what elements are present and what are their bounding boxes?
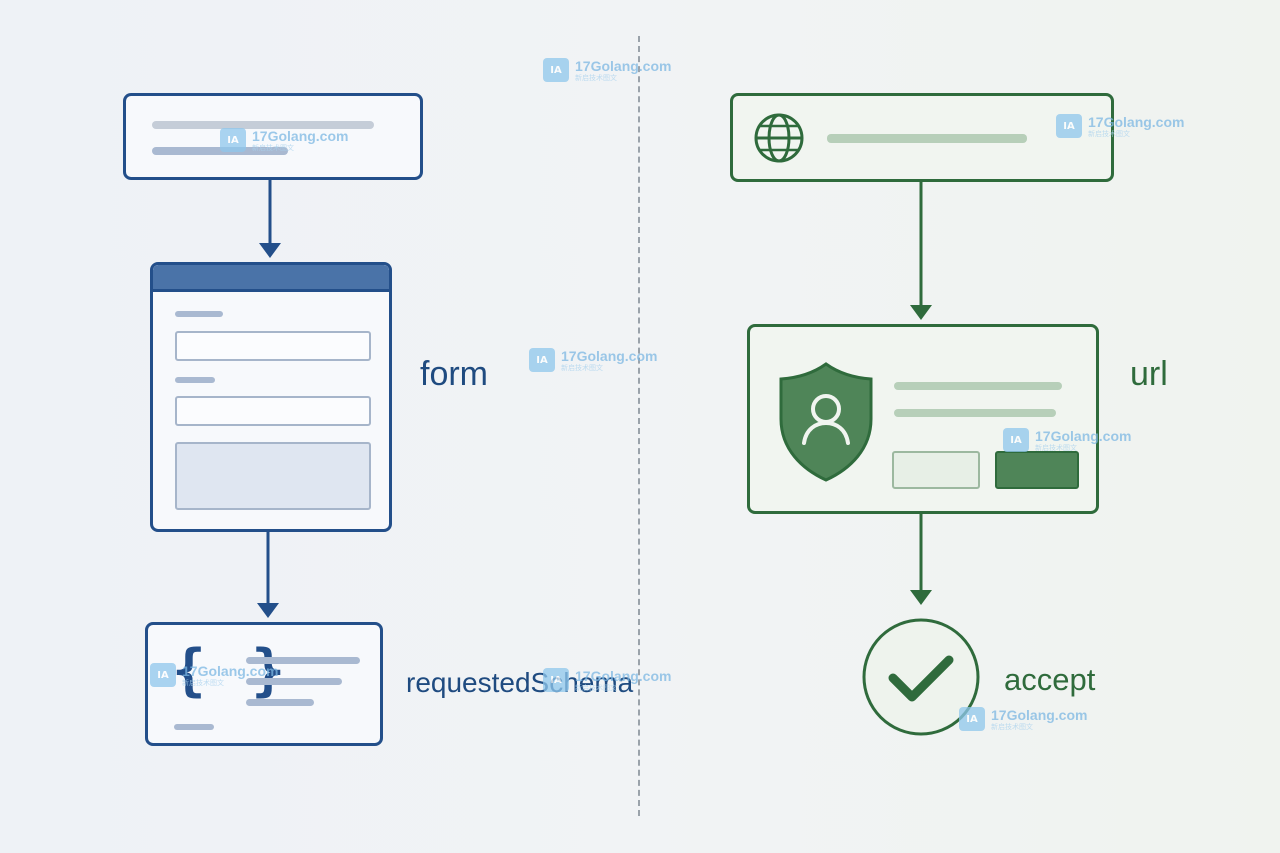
consent-text-line	[894, 382, 1062, 390]
section-divider	[638, 36, 640, 816]
accept-check-icon	[862, 618, 980, 736]
url-card	[730, 93, 1114, 182]
text-placeholder-line	[152, 121, 374, 129]
globe-icon	[754, 113, 804, 163]
schema-line	[174, 724, 214, 730]
url-label: url	[1130, 355, 1168, 393]
field-label-line	[175, 377, 215, 383]
field-label-line	[175, 311, 223, 317]
form-title-bar	[153, 265, 389, 292]
schema-line	[246, 678, 342, 685]
arrowhead-accept	[910, 590, 932, 605]
accept-label: accept	[1004, 662, 1096, 697]
shield-user-icon	[779, 362, 873, 482]
form-textarea	[175, 442, 371, 510]
approve-button	[995, 451, 1079, 489]
form-text-field	[175, 331, 371, 361]
input-message-card	[123, 93, 423, 180]
form-label: form	[420, 355, 488, 393]
consent-card	[747, 324, 1099, 514]
form-card	[150, 262, 392, 532]
text-placeholder-line	[152, 147, 288, 155]
schema-line	[246, 699, 314, 706]
schema-card: { }	[145, 622, 383, 746]
arrowhead-form	[259, 243, 281, 258]
requested-schema-label: requestedSchema	[406, 667, 634, 698]
schema-line	[246, 657, 360, 664]
consent-text-line	[894, 409, 1056, 417]
form-text-field	[175, 396, 371, 426]
decline-button	[892, 451, 980, 489]
arrowhead-schema	[257, 603, 279, 618]
arrowhead-consent	[910, 305, 932, 320]
url-placeholder-line	[827, 134, 1027, 143]
braces-icon: { }	[172, 638, 292, 703]
